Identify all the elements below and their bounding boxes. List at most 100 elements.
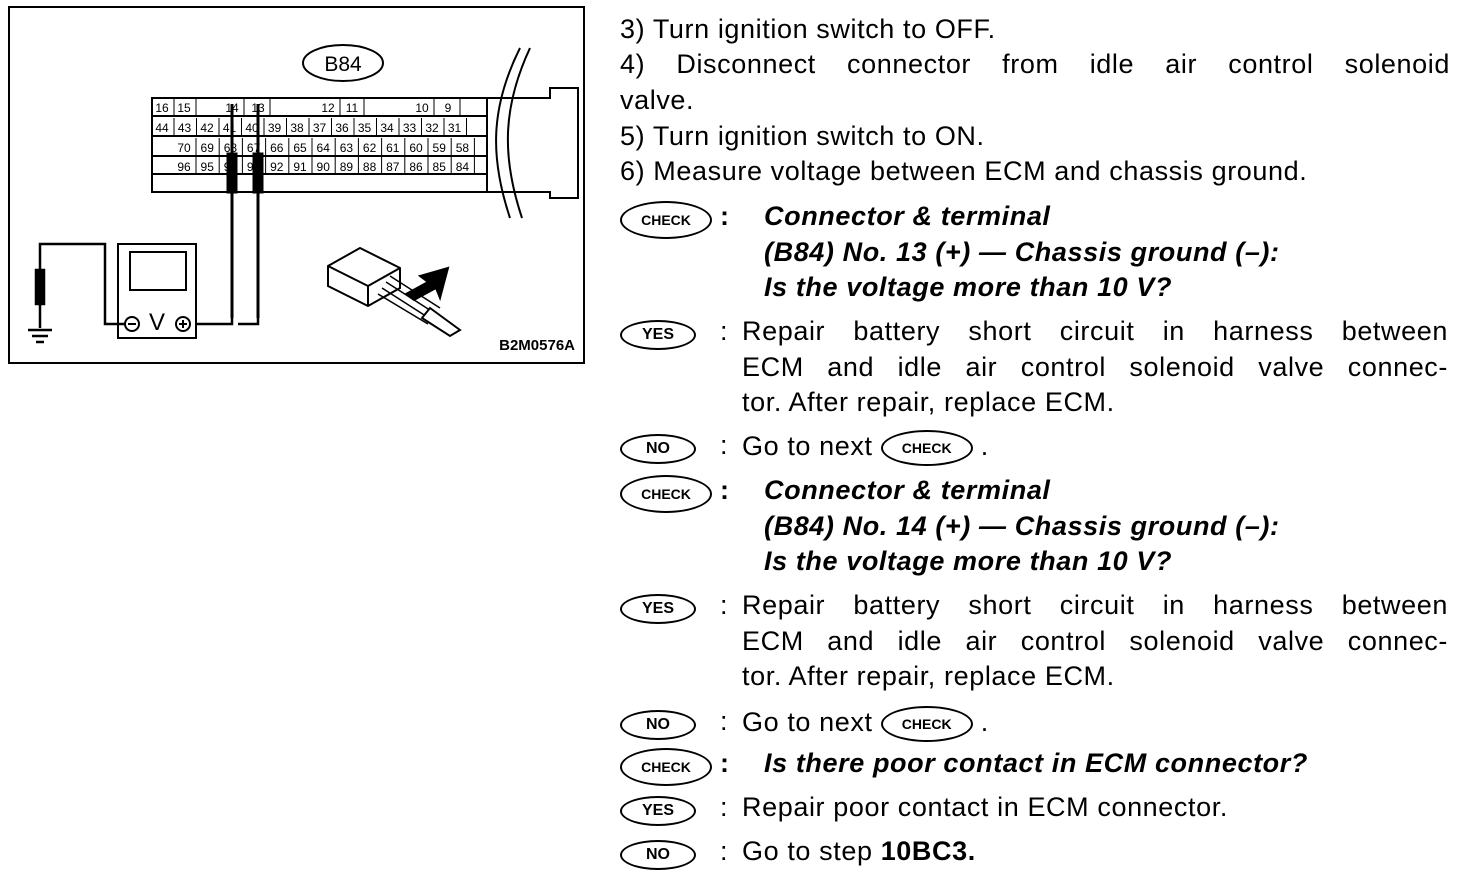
pin-number: 40 xyxy=(245,121,259,135)
pin-number: 33 xyxy=(403,121,417,135)
pin-number: 15 xyxy=(177,101,191,115)
check-badge: CHECK xyxy=(620,475,712,513)
colon: : xyxy=(720,590,729,620)
pin-number: 70 xyxy=(177,141,191,155)
no-text: Go to next xyxy=(742,707,873,738)
check-question: Is the voltage more than 10 V? xyxy=(764,272,1173,302)
pin-number: 44 xyxy=(155,121,169,135)
no-answer: Go to step 10BC3. xyxy=(742,836,976,867)
connector-label-bubble xyxy=(302,44,384,82)
pin-number: 95 xyxy=(201,160,215,174)
check-question: Is there poor contact in ECM connector? xyxy=(764,748,1308,778)
yes-badge: YES xyxy=(620,320,696,350)
pin-number: 64 xyxy=(317,141,331,155)
voltmeter xyxy=(117,243,197,339)
ecm-connector xyxy=(151,97,488,193)
pin-number: 32 xyxy=(425,121,439,135)
colon: : xyxy=(720,475,730,505)
colon: : xyxy=(720,430,729,460)
step-reference: 10BC3. xyxy=(880,836,976,866)
pin-number: 89 xyxy=(340,160,354,174)
yes-badge: YES xyxy=(620,594,696,624)
pin-number: 91 xyxy=(293,160,307,174)
no-answer: Go to next CHECK . xyxy=(742,430,989,466)
pin-number: 36 xyxy=(335,121,349,135)
check-question: (B84) No. 13 (+) — Chassis ground (–): xyxy=(764,237,1280,267)
pin-number: 60 xyxy=(409,141,423,155)
pin-number: 59 xyxy=(433,141,447,155)
pin-number: 90 xyxy=(317,160,331,174)
colon: : xyxy=(720,706,729,736)
pin-number: 96 xyxy=(177,160,191,174)
pin-number: 38 xyxy=(290,121,304,135)
step-5: 5) Turn ignition switch to ON. xyxy=(620,121,985,151)
pin-number: 11 xyxy=(346,101,359,115)
yes-answer: tor. After repair, replace ECM. xyxy=(742,387,1115,417)
no-text: Go to step xyxy=(742,836,873,866)
check-badge-inline: CHECK xyxy=(880,430,973,466)
yes-answer: Repair battery short circuit in harness … xyxy=(742,590,1448,620)
check-question: Connector & terminal xyxy=(764,201,1051,231)
pin-number: 35 xyxy=(358,121,372,135)
pin-number: 61 xyxy=(386,141,400,155)
yes-badge: YES xyxy=(620,796,696,826)
yes-answer: Repair battery short circuit in harness … xyxy=(742,316,1448,346)
pin-number: 62 xyxy=(363,141,377,155)
colon: : xyxy=(720,792,729,822)
yes-answer: ECM and idle air control solenoid valve … xyxy=(742,352,1448,382)
check-badge-inline: CHECK xyxy=(880,706,973,742)
pin-number: 66 xyxy=(270,141,284,155)
check-badge: CHECK xyxy=(620,201,712,239)
connector-housing xyxy=(487,87,579,199)
no-badge: NO xyxy=(620,710,696,740)
period: . xyxy=(980,707,989,738)
small-connector-icon xyxy=(327,246,462,338)
pin-number: 9 xyxy=(445,101,452,115)
pin-number: 42 xyxy=(200,121,214,135)
check-question: Connector & terminal xyxy=(764,475,1051,505)
pin-number: 10 xyxy=(415,101,429,115)
voltmeter-probes xyxy=(185,104,264,326)
yes-answer: tor. After repair, replace ECM. xyxy=(742,661,1115,691)
yes-answer: ECM and idle air control solenoid valve … xyxy=(742,626,1448,656)
pin-number: 31 xyxy=(448,121,462,135)
period: . xyxy=(980,431,989,462)
harness-curve xyxy=(506,47,531,219)
pin-number: 85 xyxy=(433,160,447,174)
colon: : xyxy=(720,836,729,866)
colon: : xyxy=(720,201,730,231)
pin-number: 39 xyxy=(268,121,282,135)
figure-code: B2M0576A xyxy=(499,337,575,354)
pin-number: 88 xyxy=(363,160,377,174)
pin-number: 86 xyxy=(409,160,423,174)
pin-number: 87 xyxy=(386,160,400,174)
yes-answer: Repair poor contact in ECM connector. xyxy=(742,792,1228,822)
pin-number: 34 xyxy=(380,121,394,135)
no-text: Go to next xyxy=(742,431,873,462)
colon: : xyxy=(720,316,729,346)
step-6: 6) Measure voltage between ECM and chass… xyxy=(620,156,1308,186)
pin-number: 92 xyxy=(270,160,284,174)
pin-number: 43 xyxy=(178,121,192,135)
step-4-cont: valve. xyxy=(620,85,695,115)
pin-number: 16 xyxy=(155,101,169,115)
no-badge: NO xyxy=(620,840,696,870)
pin-number: 69 xyxy=(201,141,215,155)
step-4: 4) Disconnect connector from idle air co… xyxy=(620,49,1450,79)
pin-number: 12 xyxy=(321,101,335,115)
ground-lead xyxy=(28,242,125,344)
pin-number: 37 xyxy=(313,121,327,135)
connector-label: B84 xyxy=(324,53,362,76)
pin-number: 58 xyxy=(456,141,470,155)
check-question: (B84) No. 14 (+) — Chassis ground (–): xyxy=(764,511,1280,541)
voltmeter-symbol: V xyxy=(149,309,165,336)
check-badge: CHECK xyxy=(620,748,712,786)
colon: : xyxy=(720,748,730,778)
pin-number: 63 xyxy=(340,141,354,155)
step-3: 3) Turn ignition switch to OFF. xyxy=(620,14,996,44)
no-badge: NO xyxy=(620,434,696,464)
pin-number: 65 xyxy=(293,141,307,155)
pin-number: 41 xyxy=(223,121,237,135)
